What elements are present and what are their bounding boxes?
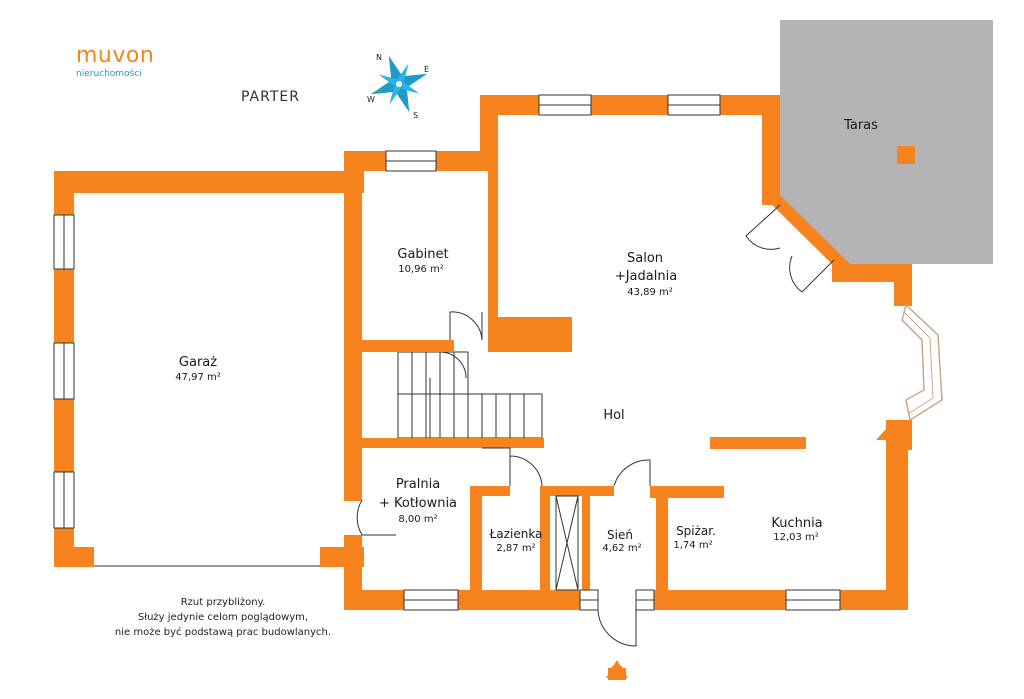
room-area: 4,62 m² [602,543,641,554]
room-garaz: Garaż 47,97 m² [175,355,221,383]
terrace-area [780,20,993,264]
room-spizarnia: Spiżar. 1,74 m² [673,524,716,551]
room-lazienka: Łazienka 2,87 m² [489,527,543,554]
room-name-2: +Jadalnia [615,269,677,284]
room-name-1: Salon [627,251,663,266]
room-name: Gabinet [397,247,448,262]
room-area: 43,89 m² [627,287,673,298]
brand-name: muvon [76,43,155,68]
compass-s: S [413,111,418,120]
disclaimer-line-3: nie może być podstawą prac budowlanych. [114,627,332,638]
room-pralnia: Pralnia + Kotłownia 8,00 m² [379,477,457,525]
disclaimer: Rzut przybliżony. Służy jedynie celom po… [98,595,348,640]
room-sien: Sień 4,62 m² [602,528,641,554]
staircase [397,351,543,439]
floor-label: PARTER [241,89,300,105]
brand-subtitle: nieruchomości [76,69,142,79]
room-kuchnia: Kuchnia 12,03 m² [771,516,822,543]
compass-e: E [424,65,429,74]
room-name: Łazienka [489,527,543,541]
room-name: Kuchnia [771,516,822,531]
room-area: 47,97 m² [175,372,221,383]
room-area: 2,87 m² [496,543,535,554]
room-gabinet: Gabinet 10,96 m² [397,247,448,275]
room-area: 10,96 m² [398,264,444,275]
room-name: Hol [603,408,624,423]
room-name-1: Pralnia [396,477,440,492]
room-name: Garaż [179,355,217,370]
room-area: 8,00 m² [398,514,437,525]
disclaimer-line-1: Rzut przybliżony. [180,597,266,608]
room-name-2: + Kotłownia [379,496,457,511]
compass-n: N [376,53,382,62]
terrace-marker [897,146,915,164]
compass-rose [370,55,428,113]
compass-w: W [367,95,375,104]
room-name: Spiżar. [676,524,716,538]
room-salon: Salon +Jadalnia 43,89 m² [615,251,677,298]
room-area: 12,03 m² [773,532,819,543]
room-area: 1,74 m² [673,540,712,551]
disclaimer-line-2: Służy jedynie celom poglądowym, [137,612,309,623]
bay-window [901,303,943,422]
windows [53,94,841,611]
doors [356,204,835,647]
room-hol: Hol [603,408,624,423]
room-taras: Taras [843,118,878,133]
brand-logo: muvon nieruchomości [76,44,154,80]
room-name: Taras [843,118,878,133]
room-name: Sień [607,528,633,542]
entrance-arrow-shaft [612,666,622,680]
